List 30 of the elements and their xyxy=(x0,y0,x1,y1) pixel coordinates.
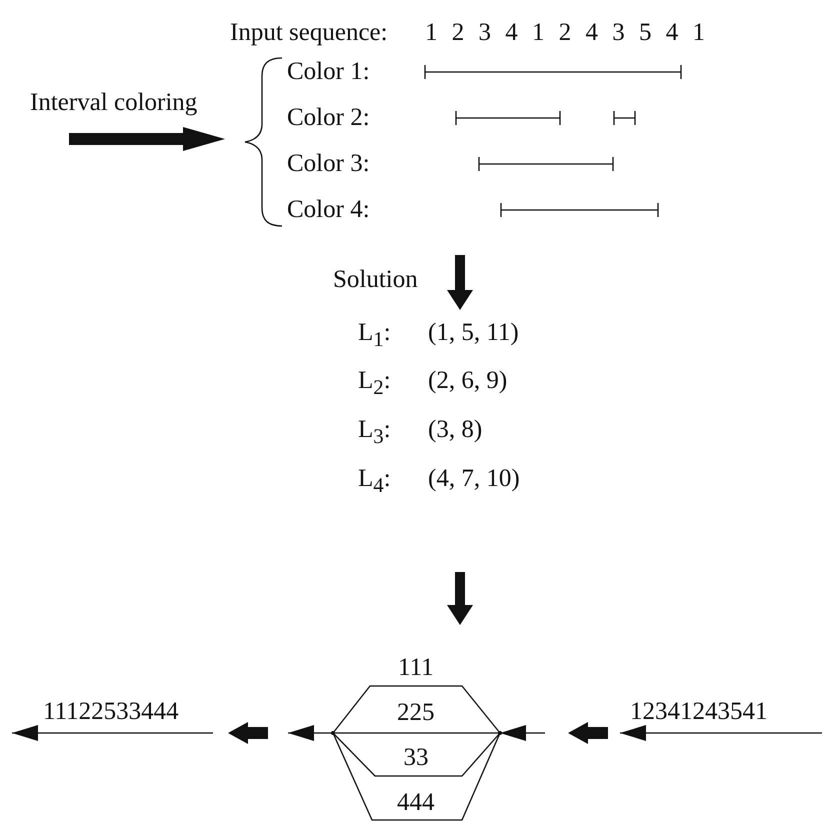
connector xyxy=(332,732,501,821)
list-name: L$_{3}$: xyxy=(358,416,391,450)
connector xyxy=(332,685,500,734)
list-values: (2, 6, 9) xyxy=(428,367,508,395)
junction-point xyxy=(331,731,335,735)
edge-label: 225 xyxy=(397,699,434,727)
row-label: Color 2: xyxy=(287,104,370,132)
list-values: (4, 7, 10) xyxy=(428,465,520,493)
row-label: Color 3: xyxy=(287,150,370,178)
connector xyxy=(333,732,500,734)
list-name: L$_{2}$: xyxy=(358,367,391,401)
row-label: Color 1: xyxy=(287,58,370,86)
step-label: Interval coloring xyxy=(30,89,198,117)
connector xyxy=(332,732,500,777)
list-values: (3, 8) xyxy=(428,416,482,444)
junction-point xyxy=(498,731,502,735)
edge-label: 33 xyxy=(404,744,428,772)
row-label: Color 4: xyxy=(287,196,370,224)
list-values: (1, 5, 11) xyxy=(428,319,519,347)
edge-label: 111 xyxy=(398,654,434,682)
step-label: Solution xyxy=(333,266,418,294)
list-name: L$_{4}$: xyxy=(358,465,391,499)
output-sequence: 11122533444 xyxy=(43,698,179,726)
input-sequence: 12341243541 xyxy=(630,698,768,726)
edge-label: 444 xyxy=(397,789,434,817)
connector xyxy=(288,725,333,741)
sequence-label: Input sequence: xyxy=(230,19,388,47)
sequence-values: 1 2 3 4 1 2 4 3 5 4 1 xyxy=(425,19,705,47)
list-name: L$_{1}$: xyxy=(358,319,391,353)
connector xyxy=(500,725,545,741)
